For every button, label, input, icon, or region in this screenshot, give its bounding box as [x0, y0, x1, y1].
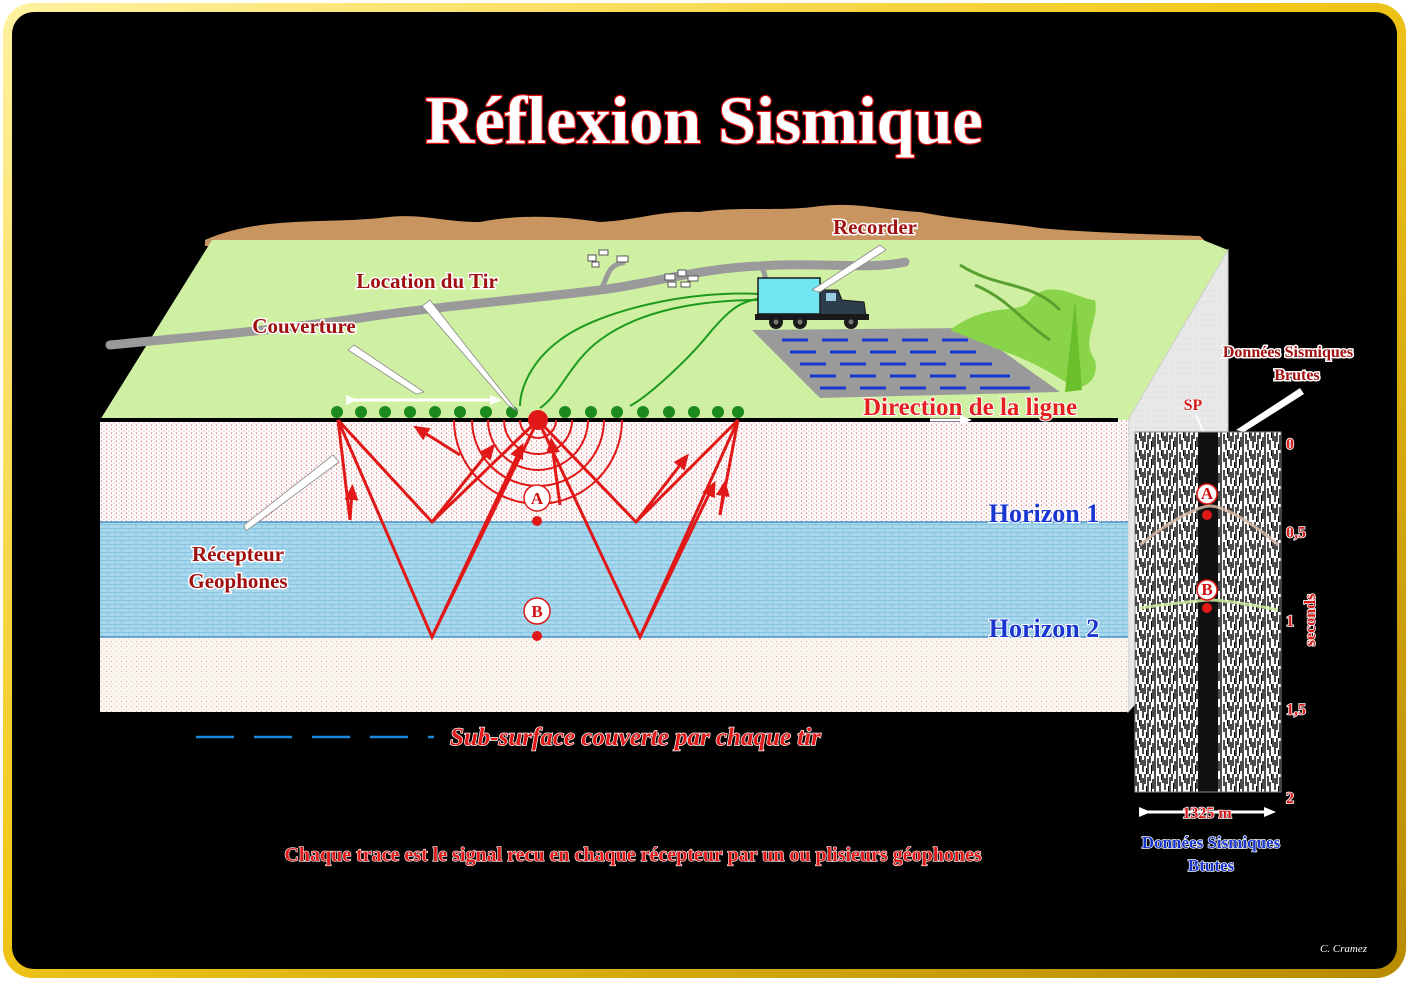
time-tick-label: 0,5: [1286, 525, 1306, 542]
ray-paths: [336, 418, 740, 641]
point-a-label: A: [531, 489, 544, 508]
time-tick-label: 1: [1286, 613, 1294, 630]
cable: [519, 292, 761, 407]
time-tick-label: 1,5: [1286, 702, 1306, 719]
seismic-caption-line1: Données Sismiques: [1142, 833, 1281, 852]
point-a-marker: [523, 484, 551, 512]
point-b-marker: [523, 597, 551, 625]
ray-arrow: [546, 437, 562, 506]
layer-1: [100, 420, 1128, 522]
ray-arrow: [634, 453, 689, 523]
point-b-label: B: [531, 602, 542, 621]
coverage-label: Couverture: [252, 314, 355, 338]
sp-label: SP: [1184, 397, 1203, 414]
wavefront-arc: [519, 419, 557, 439]
point-b-dot: [532, 631, 542, 641]
geophone: [404, 406, 416, 418]
horizon-2-label: Horizon 2: [989, 614, 1100, 643]
line-direction-label: Direction de la ligne: [863, 394, 1077, 421]
seismic-point-b-marker: [1196, 579, 1218, 601]
geophone: [429, 406, 441, 418]
geophone: [355, 406, 367, 418]
geophone: [663, 406, 675, 418]
village-buildings: [587, 249, 699, 288]
seismic-title-line1: Données Sismiques: [1223, 344, 1353, 361]
subsurface-legend-text: Sub-surface couverte par chaque tir: [450, 724, 821, 751]
seismic-caption-line2: Btutes: [1188, 856, 1235, 875]
geophones-label: Geophones: [188, 569, 287, 593]
credit: C. Cramez: [1320, 943, 1368, 955]
ray-arrow: [430, 442, 524, 638]
ray-arrow: [413, 425, 461, 457]
lake-waves: [782, 338, 1030, 390]
geophone: [559, 406, 571, 418]
geophone: [454, 406, 466, 418]
ray-arrow: [638, 480, 716, 638]
side-road: [597, 259, 626, 292]
geophone: [585, 406, 597, 418]
geophone: [379, 406, 391, 418]
wavefront-arc: [487, 419, 589, 471]
page-title: Réflexion Sismique: [425, 82, 982, 158]
time-axis-ticks: 0 0,5 1 1,5 2: [1285, 435, 1307, 808]
mountains: [205, 204, 1210, 246]
seismic-point-a-dot: [1202, 510, 1212, 520]
geophone: [688, 406, 700, 418]
seismic-point-a-marker: [1196, 483, 1218, 505]
seismic-title-pointer: [1236, 388, 1304, 432]
cable: [629, 297, 766, 407]
recorder-truck: [755, 277, 869, 329]
recorder-label: Recorder: [833, 215, 917, 239]
cable: [539, 299, 761, 409]
geophone: [732, 406, 744, 418]
seismic-point-b-dot: [1202, 603, 1212, 613]
footer-caption: Chaque trace est le signal recu en chaqu…: [284, 844, 981, 866]
geophone: [637, 406, 649, 418]
time-axis-unit: seconds: [1302, 594, 1319, 646]
geophone: [712, 406, 724, 418]
time-tick-label: 2: [1286, 790, 1294, 807]
wavefront-arc: [503, 419, 573, 455]
seismic-point-a-label: A: [1201, 484, 1214, 503]
seismic-title-line2: Brutes: [1274, 367, 1319, 384]
shot-location-label: Location du Tir: [356, 269, 498, 293]
main-road: [105, 257, 910, 350]
ray-path: [718, 419, 740, 516]
layer-3: [100, 637, 1128, 712]
geophone: [480, 406, 492, 418]
seismic-point-b-label: B: [1201, 580, 1212, 599]
ray-path: [336, 419, 352, 521]
horizon-1-label: Horizon 1: [989, 499, 1100, 528]
geophone: [331, 406, 343, 418]
geophone: [611, 406, 623, 418]
time-tick-label: 0: [1286, 436, 1294, 453]
trees: [950, 263, 1096, 392]
ray-arrow: [430, 443, 496, 523]
geophone-spread: [331, 406, 744, 418]
callout-pointers: [243, 244, 887, 532]
point-a-dot: [532, 516, 542, 526]
width-label: 1325 m: [1182, 805, 1232, 822]
receiver-label: Récepteur: [192, 542, 284, 566]
